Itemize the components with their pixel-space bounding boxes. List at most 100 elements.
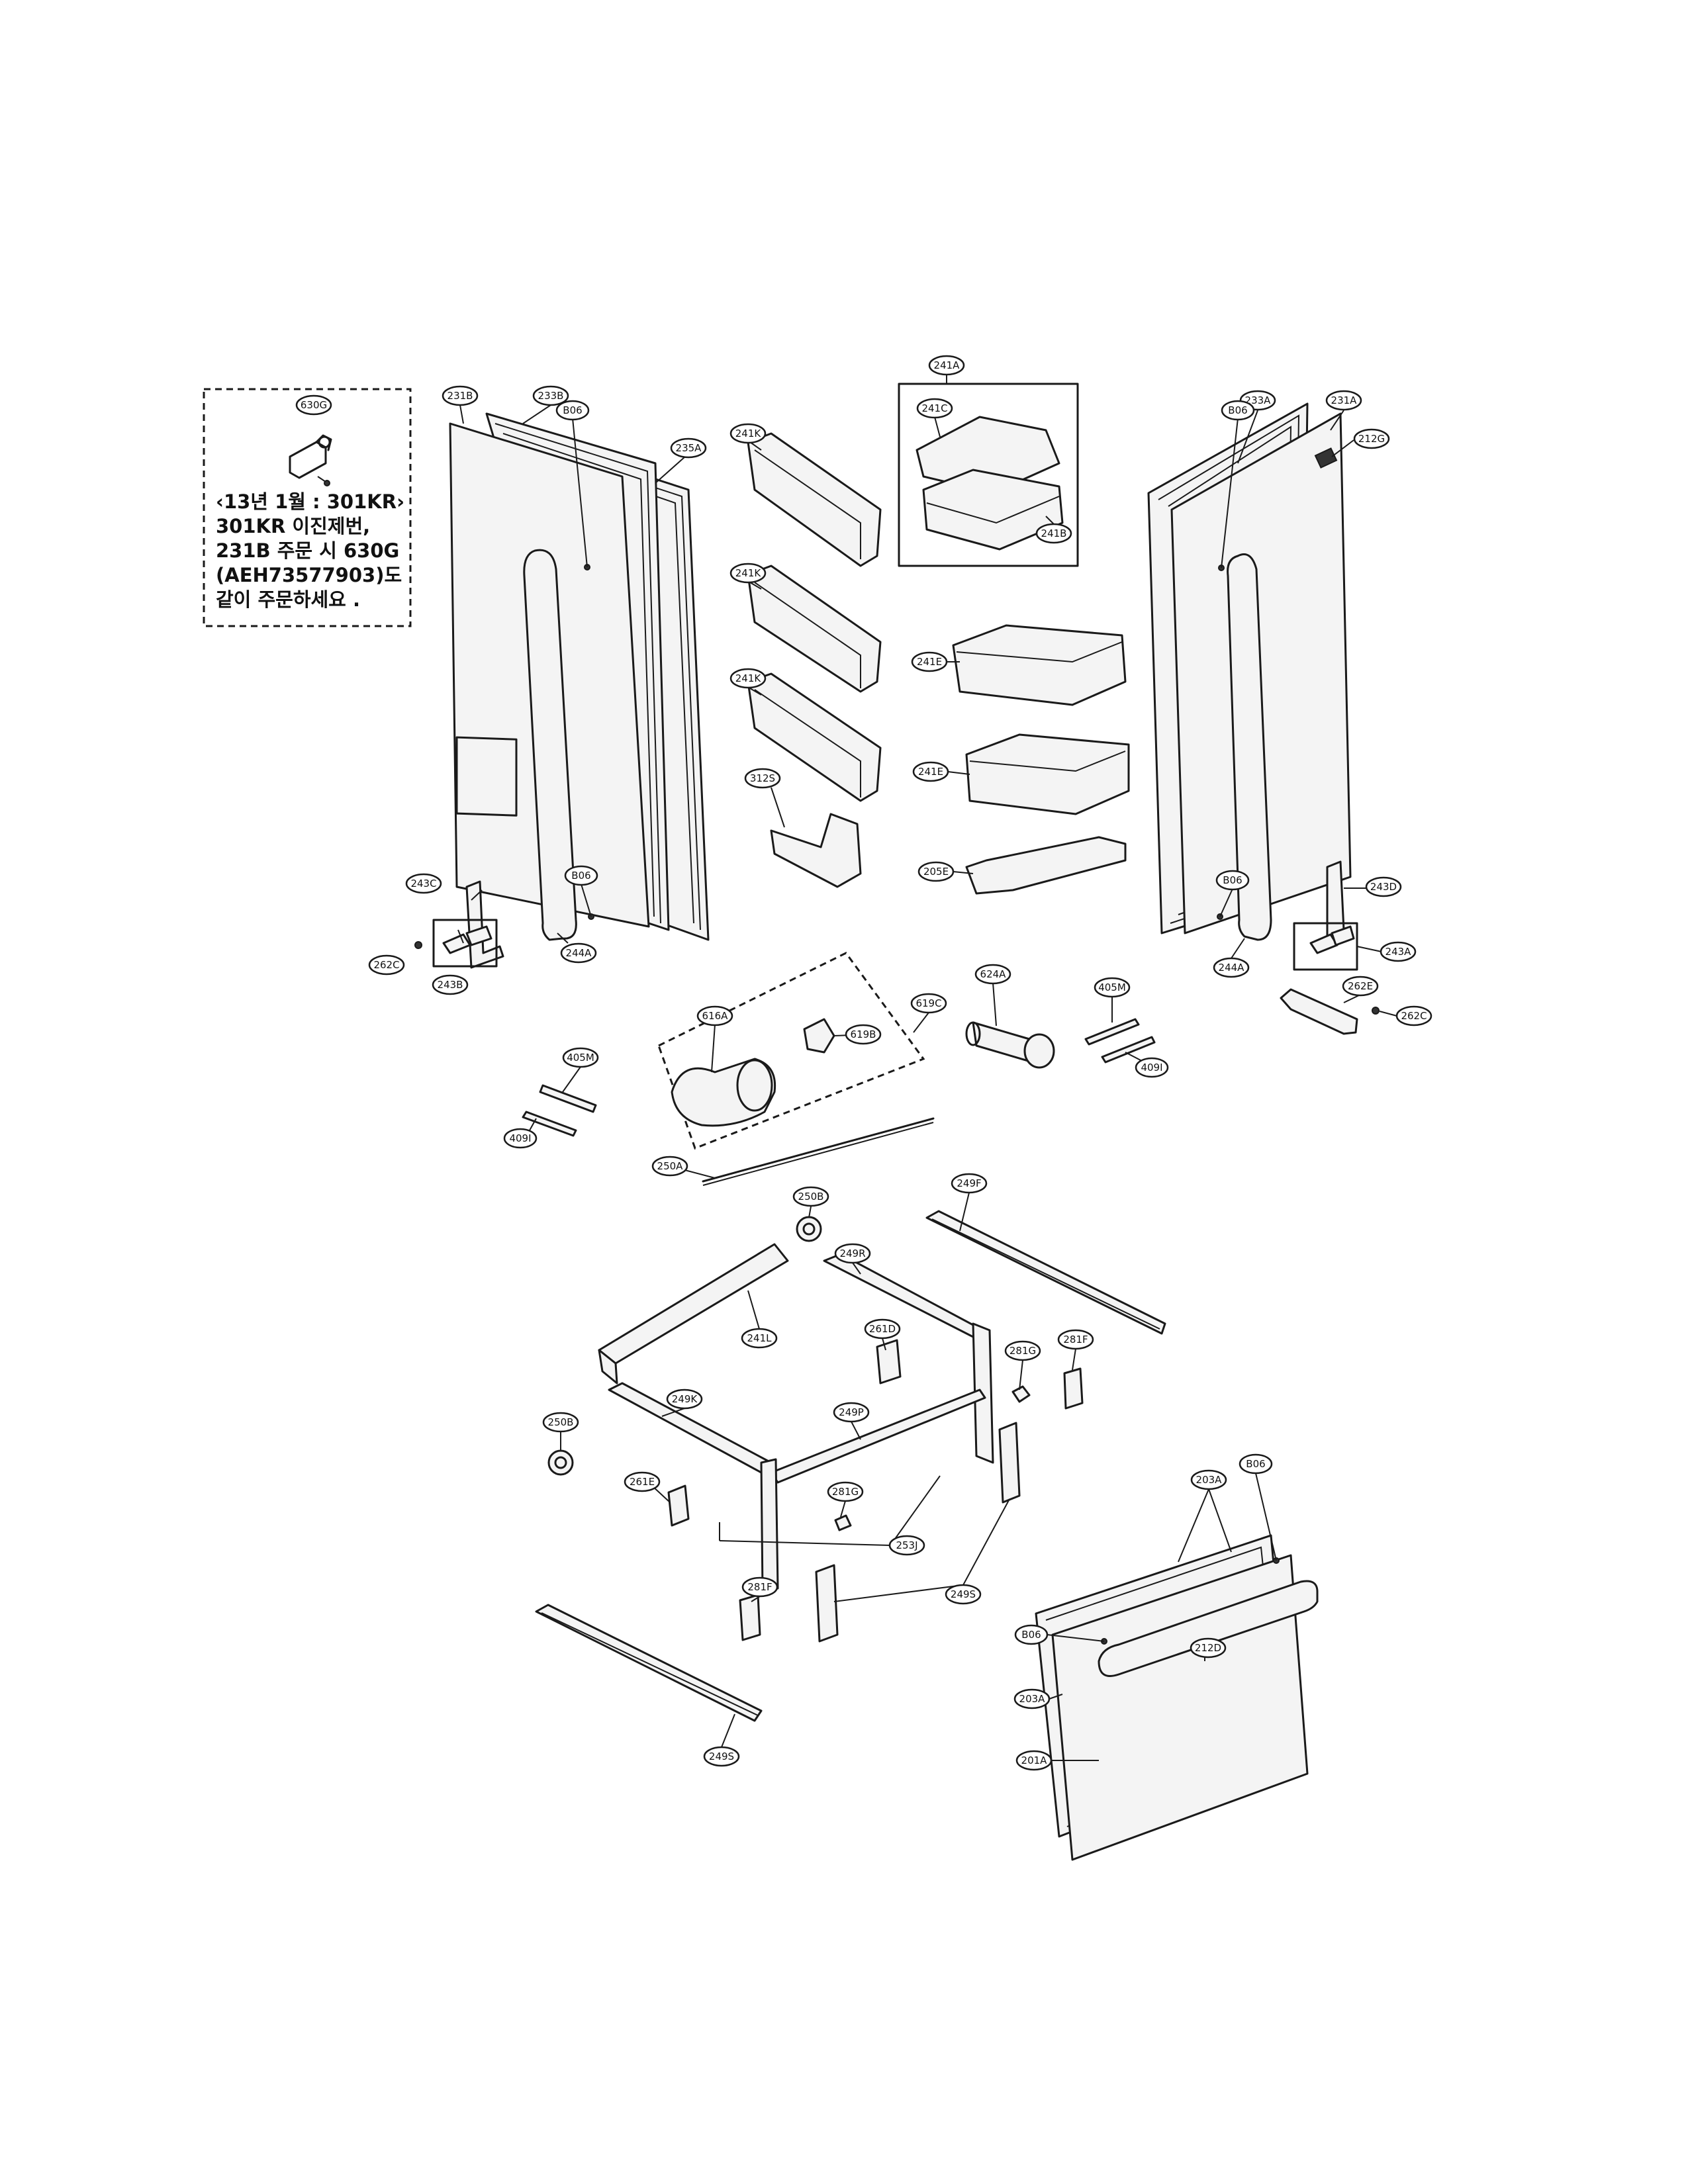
callout-212g: 212G xyxy=(1353,428,1390,449)
svg-text:630G: 630G xyxy=(301,399,327,411)
svg-text:619B: 619B xyxy=(851,1028,876,1040)
callout-203a-top: 203A xyxy=(1190,1469,1227,1490)
rail-249s xyxy=(535,1604,763,1722)
svg-text:261D: 261D xyxy=(869,1323,896,1335)
callout-243b: 243B xyxy=(432,974,469,995)
callout-b06-rt: B06 xyxy=(1221,400,1255,421)
bin-241e-1 xyxy=(952,624,1127,706)
callout-231b: 231B xyxy=(442,385,479,406)
svg-text:235A: 235A xyxy=(676,442,702,454)
svg-text:250B: 250B xyxy=(548,1416,574,1428)
callout-b06-lt: B06 xyxy=(555,400,590,421)
cover-241c xyxy=(915,416,1060,494)
svg-text:241K: 241K xyxy=(735,428,762,439)
svg-text:249P: 249P xyxy=(839,1406,864,1418)
bin-241e-2 xyxy=(965,733,1130,815)
note-line-4: (AEH73577903)도 xyxy=(216,564,402,586)
clip-249s-bottom xyxy=(815,1564,839,1643)
callout-b06-lb: B06 xyxy=(564,865,598,886)
callout-243d: 243D xyxy=(1365,876,1402,897)
svg-text:409I: 409I xyxy=(1141,1062,1162,1073)
bin-241k-3 xyxy=(747,672,882,802)
svg-text:250B: 250B xyxy=(798,1191,824,1203)
callout-409i-left: 409I xyxy=(503,1128,538,1149)
svg-text:201A: 201A xyxy=(1021,1754,1048,1766)
callout-312s: 312S xyxy=(744,768,781,789)
callout-261e: 261E xyxy=(624,1471,661,1492)
callout-241a: 241A xyxy=(928,355,965,376)
callout-253j: 253J xyxy=(888,1535,925,1556)
callout-249s-bottom: 249S xyxy=(703,1746,740,1767)
callout-b06-rb: B06 xyxy=(1215,870,1250,891)
door-bins-right xyxy=(952,624,1130,895)
drawer-rail-assembly xyxy=(535,1210,1166,1722)
stopper-281g-bottom xyxy=(834,1514,852,1531)
svg-text:262E: 262E xyxy=(1348,980,1373,992)
callout-262c-right: 262C xyxy=(1395,1005,1432,1026)
callout-281f-bottom: 281F xyxy=(741,1576,778,1598)
svg-text:241K: 241K xyxy=(735,567,762,579)
note-box-border xyxy=(203,388,412,627)
frame-249r xyxy=(823,1253,984,1338)
hinge-box-243b xyxy=(432,919,498,968)
callout-249p: 249P xyxy=(833,1402,870,1423)
svg-text:244A: 244A xyxy=(566,947,592,959)
callout-281f-top: 281F xyxy=(1057,1329,1094,1350)
callout-212d: 212D xyxy=(1190,1637,1227,1659)
callout-244a-right: 244A xyxy=(1213,957,1250,978)
callout-281g-top: 281G xyxy=(1004,1340,1041,1361)
svg-text:212G: 212G xyxy=(1358,433,1385,445)
callout-201a: 201A xyxy=(1015,1750,1053,1771)
callout-241e-1: 241E xyxy=(911,651,948,672)
clip-249s-top xyxy=(998,1422,1021,1504)
svg-text:249R: 249R xyxy=(839,1248,865,1259)
holder-205e xyxy=(965,836,1127,895)
callout-619b: 619B xyxy=(845,1024,882,1045)
svg-text:B06: B06 xyxy=(1246,1458,1265,1470)
svg-text:405M: 405M xyxy=(1098,981,1126,993)
gear-250b-top xyxy=(796,1216,822,1242)
svg-text:241E: 241E xyxy=(917,656,942,668)
handle-244a-left xyxy=(523,549,577,941)
svg-text:B06: B06 xyxy=(1223,874,1242,886)
crossbar-249p xyxy=(770,1388,986,1484)
bracket-243c xyxy=(465,880,504,969)
callout-241k-1: 241K xyxy=(729,423,767,444)
svg-text:233A: 233A xyxy=(1245,394,1272,406)
wrench-262e xyxy=(1280,988,1358,1035)
callout-405m-right: 405M xyxy=(1094,977,1131,998)
svg-text:241L: 241L xyxy=(747,1332,773,1344)
svg-text:231B: 231B xyxy=(447,390,473,402)
bracket-630g-icon xyxy=(289,434,332,486)
bracket-243d xyxy=(1326,860,1345,938)
callout-249k: 249K xyxy=(666,1388,703,1410)
callout-250b-left: 250B xyxy=(542,1412,579,1433)
screw-262c-left xyxy=(414,941,422,949)
svg-text:241B: 241B xyxy=(1041,527,1067,539)
callout-409i-right: 409I xyxy=(1135,1057,1169,1078)
svg-text:243C: 243C xyxy=(410,878,436,889)
svg-text:B06: B06 xyxy=(563,404,582,416)
dispenser-panel xyxy=(455,736,518,817)
callout-241c: 241C xyxy=(916,398,953,419)
filter-624a xyxy=(965,1021,1055,1069)
svg-text:241C: 241C xyxy=(921,402,947,414)
door-bins-left xyxy=(747,432,882,888)
callout-405m-left: 405M xyxy=(562,1047,599,1068)
svg-text:616A: 616A xyxy=(702,1010,729,1022)
svg-text:241E: 241E xyxy=(918,766,943,778)
svg-text:B06: B06 xyxy=(1021,1629,1041,1641)
callout-231a: 231A xyxy=(1325,390,1362,411)
callouts: 630G 231B 233B 235A B06 B06 243C 262C 24… xyxy=(295,355,1432,1771)
svg-text:409I: 409I xyxy=(509,1132,531,1144)
svg-text:241K: 241K xyxy=(735,672,762,684)
callout-241l: 241L xyxy=(741,1328,778,1349)
svg-text:249S: 249S xyxy=(951,1588,976,1600)
svg-text:281F: 281F xyxy=(1063,1334,1088,1345)
handle-244a-right xyxy=(1227,553,1272,941)
holder-312s xyxy=(770,813,862,888)
svg-text:205E: 205E xyxy=(923,866,949,878)
svg-text:249K: 249K xyxy=(672,1393,698,1405)
